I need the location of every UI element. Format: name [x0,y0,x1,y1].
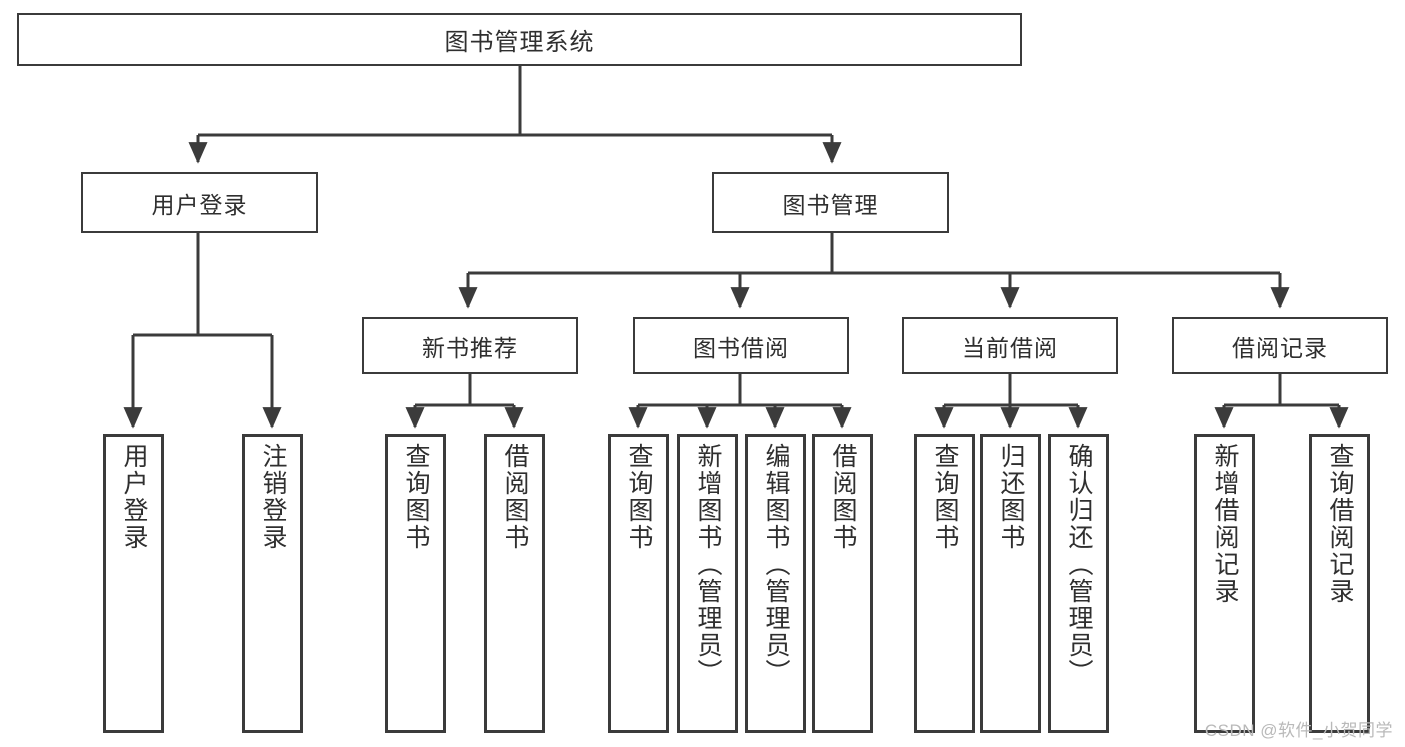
node-label: 借阅记录 [1232,334,1328,361]
node-root-system[interactable]: 图书管理系统 [17,13,1022,66]
node-new-book-rec[interactable]: 新书推荐 [362,317,578,374]
leaf-confirm-return[interactable]: 确认归还（管理员） [1048,434,1109,733]
leaf-query-book-1[interactable]: 查询图书 [385,434,446,733]
node-borrow-record[interactable]: 借阅记录 [1172,317,1388,374]
node-label: 图书管理 [782,191,879,218]
node-label: 查询图书 [625,443,653,551]
node-book-manage[interactable]: 图书管理 [712,172,949,233]
node-label: 归还图书 [997,443,1025,551]
node-label: 当前借阅 [962,334,1058,361]
node-label: 用户登录 [151,191,248,218]
node-label: 确认归还（管理员） [1065,443,1093,686]
csdn-watermark: CSDN @软件_小贺同学 [1204,721,1393,740]
node-label: 编辑图书（管理员） [762,443,790,686]
node-label: 查询图书 [402,443,430,551]
node-label: 图书管理系统 [444,29,595,56]
node-current-borrow[interactable]: 当前借阅 [902,317,1118,374]
node-label: 查询借阅记录 [1326,443,1354,605]
node-user-login[interactable]: 用户登录 [81,172,318,233]
leaf-add-record[interactable]: 新增借阅记录 [1194,434,1255,733]
leaf-query-book-3[interactable]: 查询图书 [914,434,975,733]
node-label: 查询图书 [931,443,959,551]
node-label: 用户登录 [120,443,148,551]
node-label: 新增借阅记录 [1211,443,1239,605]
node-label: 新增图书（管理员） [694,443,722,686]
node-label: 新书推荐 [422,334,518,361]
leaf-edit-book[interactable]: 编辑图书（管理员） [745,434,806,733]
node-book-borrow[interactable]: 图书借阅 [633,317,849,374]
leaf-query-book-2[interactable]: 查询图书 [608,434,669,733]
node-label: 借阅图书 [829,443,857,551]
leaf-borrow-book-1[interactable]: 借阅图书 [484,434,545,733]
leaf-add-book[interactable]: 新增图书（管理员） [677,434,738,733]
leaf-return-book[interactable]: 归还图书 [980,434,1041,733]
leaf-logout[interactable]: 注销登录 [242,434,303,733]
node-label: 图书借阅 [693,334,789,361]
leaf-borrow-book-2[interactable]: 借阅图书 [812,434,873,733]
node-label: 借阅图书 [501,443,529,551]
leaf-query-record[interactable]: 查询借阅记录 [1309,434,1370,733]
node-label: 注销登录 [259,443,287,551]
leaf-user-login[interactable]: 用户登录 [103,434,164,733]
